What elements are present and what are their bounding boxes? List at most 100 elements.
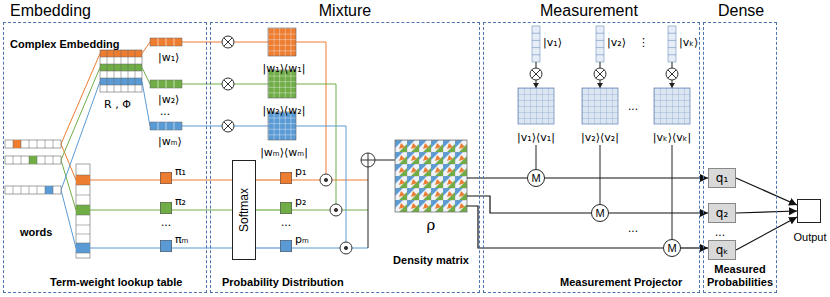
symbol-label: |w₂⟩⟨w₂| [263, 104, 306, 117]
elementwise-product-symbol [330, 204, 342, 216]
text-holder: q₁ [709, 169, 735, 187]
projector-matrix [654, 88, 690, 124]
symbol-label: |v₁⟩⟨v₁| [517, 131, 555, 144]
symbol-label: |w₁⟩⟨w₁| [263, 62, 306, 75]
connector [467, 196, 591, 213]
node-label: Output [793, 231, 826, 244]
measurement-lines [600, 80, 601, 88]
lookup-table [76, 205, 90, 215]
symbol-label: |wₘ⟩ [158, 135, 182, 148]
lookup-table [76, 164, 160, 258]
section-panel: MixtureProbability DistributionSoftmaxp₁… [210, 22, 480, 293]
symbol-label: |v₁⟩ [543, 36, 562, 49]
node-caption: Term-weight lookup table [50, 276, 182, 289]
text-holder: |wₘ⟩ [158, 131, 182, 149]
outer-product-matrix [268, 28, 296, 56]
tensor-product-symbol [222, 36, 234, 48]
text-holder: Probability Distribution [222, 272, 344, 290]
probability-square: p₁ [280, 172, 292, 184]
text-holder: π₁ [175, 161, 186, 179]
measurement-vectors [532, 26, 540, 62]
lookup-table [76, 243, 90, 253]
text-holder: πₘ [175, 229, 188, 247]
connector [736, 217, 797, 250]
projector-matrix [582, 88, 618, 124]
text-holder: |vₖ⟩ [679, 32, 698, 50]
ellipsis: ... [715, 226, 725, 238]
text-holder: |v₂⟩⟨v₂| [581, 127, 619, 145]
tensor-product-symbol [596, 70, 604, 78]
outer-product-matrix [268, 28, 296, 56]
connector [172, 247, 232, 248]
symbol-label: |v₂⟩ [607, 36, 626, 49]
text-holder: Softmax [233, 161, 255, 259]
word-vectors [29, 156, 37, 164]
projector-matrix [518, 88, 554, 124]
symbol-label: |vₖ⟩ [679, 36, 698, 49]
text-holder: |v₁⟩ [543, 32, 562, 50]
connector [736, 178, 797, 205]
elementwise-product-symbol [320, 174, 332, 186]
ellipsis: ... [160, 105, 170, 117]
measurement-lines [672, 80, 673, 88]
tensor-product-symbol [530, 68, 542, 80]
word-vectors [13, 140, 21, 148]
node-label: p₂ [295, 195, 306, 208]
node-label: M [667, 242, 676, 255]
measurement-operator: M [591, 204, 609, 222]
weight-square: π₂ [160, 202, 172, 214]
density-matrix: ρDensity matrix [395, 140, 467, 212]
connector [172, 209, 232, 210]
node-label: M [531, 172, 540, 185]
text-holder: Term-weight lookup table [50, 272, 182, 290]
density-matrix-pattern [395, 140, 467, 212]
word-vector-bars [150, 38, 182, 130]
node-caption: Probability Distribution [222, 276, 344, 289]
word-vectors [45, 186, 53, 194]
weight-square: πₘ [160, 240, 172, 252]
lookup-table [90, 210, 160, 211]
text-holder: |vₖ⟩⟨vₖ| [653, 127, 691, 145]
node-label: πₘ [175, 233, 188, 246]
node-label: ρ [427, 217, 436, 234]
elementwise-product-symbol [320, 174, 352, 254]
node-label: M [595, 207, 604, 220]
measurement-operator: M [663, 239, 681, 257]
text-holder: ... [628, 96, 638, 114]
text-holder: |w₁⟩ [158, 47, 179, 65]
text-holder: Density matrix [393, 250, 469, 268]
text-holder: Dense [718, 2, 764, 20]
text-holder: ... [161, 212, 171, 230]
density-matrix-pattern [395, 140, 467, 212]
connector [609, 212, 708, 213]
measurement-operator: M [527, 169, 545, 187]
connector [256, 209, 280, 210]
text-holder: π₂ [175, 191, 186, 209]
sum-symbol [361, 153, 375, 167]
ellipsis: ... [281, 216, 291, 228]
measurement-lines [536, 80, 537, 88]
ellipsis: ⋮ [638, 36, 649, 49]
text-holder: q₂ [709, 204, 735, 222]
connector [467, 206, 663, 248]
measurement-vectors [532, 33, 676, 55]
elementwise-product-symbol [340, 242, 352, 254]
tensor-product-symbol [530, 68, 678, 80]
node-label: q₁ [716, 171, 728, 185]
word-vectors [13, 140, 53, 194]
mixture-lines [368, 160, 395, 248]
node-label: π₂ [175, 195, 186, 208]
embedding-table [100, 50, 142, 92]
projector-matrix [518, 88, 554, 124]
tensor-product-symbol [224, 38, 232, 46]
word-vectors [5, 140, 61, 148]
connector [736, 211, 797, 213]
tensor-product-symbol [666, 68, 678, 80]
connector [545, 177, 708, 178]
text-holder: pₘ [295, 229, 309, 247]
elementwise-product-symbol [324, 178, 327, 181]
probability-square: p₂ [280, 202, 292, 214]
projector-matrix [518, 88, 690, 124]
word-lines [61, 54, 100, 181]
